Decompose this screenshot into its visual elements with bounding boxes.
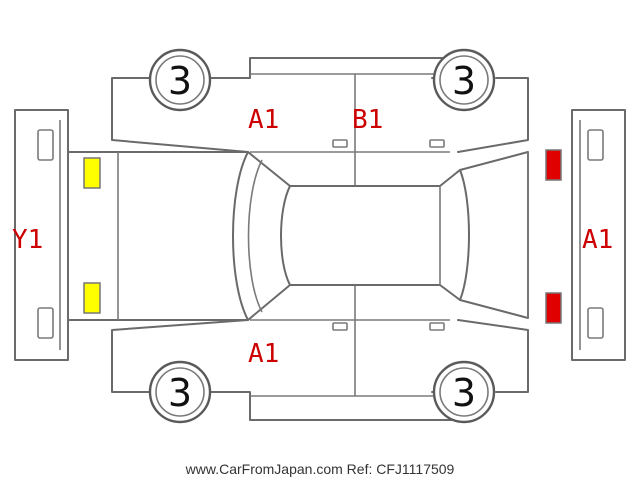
- car-side-bottom: [111, 285, 529, 421]
- wheel-front-left: 3: [148, 48, 212, 112]
- damage-mark-left-front-door: A1: [248, 105, 279, 135]
- car-side-top: [111, 57, 529, 185]
- car-body-top-view: [67, 151, 529, 321]
- wheel-rear-right-number: 3: [452, 371, 476, 415]
- wheel-front-right: 3: [148, 360, 212, 424]
- damage-mark-rear-bumper: A1: [582, 225, 613, 255]
- wheel-rear-right: 3: [432, 360, 496, 424]
- wheel-rear-left-number: 3: [452, 59, 476, 103]
- front-bumper: [14, 109, 69, 361]
- taillight-top: [545, 149, 562, 181]
- taillight-bottom: [545, 292, 562, 324]
- damage-mark-left-rear-door: B1: [352, 105, 383, 135]
- reference-footer: www.CarFromJapan.com Ref: CFJ1117509: [185, 461, 455, 477]
- wheel-front-right-number: 3: [168, 371, 192, 415]
- headlight-bottom: [83, 282, 101, 314]
- damage-mark-front-bumper: Y1: [12, 225, 43, 255]
- headlight-top: [83, 157, 101, 189]
- wheel-front-left-number: 3: [168, 59, 192, 103]
- damage-mark-right-front-door: A1: [248, 339, 279, 369]
- rear-bumper: [571, 109, 626, 361]
- wheel-rear-left: 3: [432, 48, 496, 112]
